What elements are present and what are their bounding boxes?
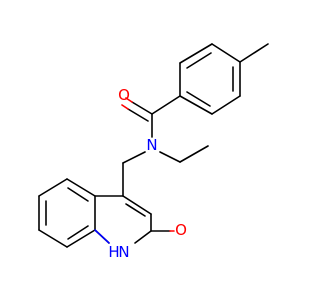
carbonyl-oxygen-bond-2 bbox=[121, 104, 129, 110]
ethyl-ch3-bond bbox=[179, 145, 209, 163]
carbonyl-oxygen-label: O bbox=[118, 86, 130, 104]
ring-nitrogen-bond bbox=[94, 229, 110, 244]
hydroxyl-oxygen-label: O bbox=[175, 221, 187, 239]
aryl-carbonyl-bond bbox=[151, 95, 181, 115]
carbonyl-double-bond-1 bbox=[131, 101, 153, 115]
ethyl-ch2-bond bbox=[159, 151, 181, 163]
tolyl-ring bbox=[179, 43, 241, 115]
ring-h-label: H bbox=[108, 243, 119, 261]
carbonyl-double-bond-2 bbox=[127, 108, 149, 122]
methylene-bond-1 bbox=[122, 151, 146, 164]
molecule-structure-diagram: O N O H N bbox=[38, 43, 269, 261]
methyl-bond bbox=[239, 43, 269, 63]
amide-nitrogen-label: N bbox=[146, 136, 157, 154]
benzo-ring bbox=[38, 178, 96, 248]
carbonyl-oxygen-bond-1 bbox=[125, 97, 133, 103]
ring-n-label: N bbox=[118, 243, 129, 261]
pyridone-ring bbox=[94, 195, 152, 244]
